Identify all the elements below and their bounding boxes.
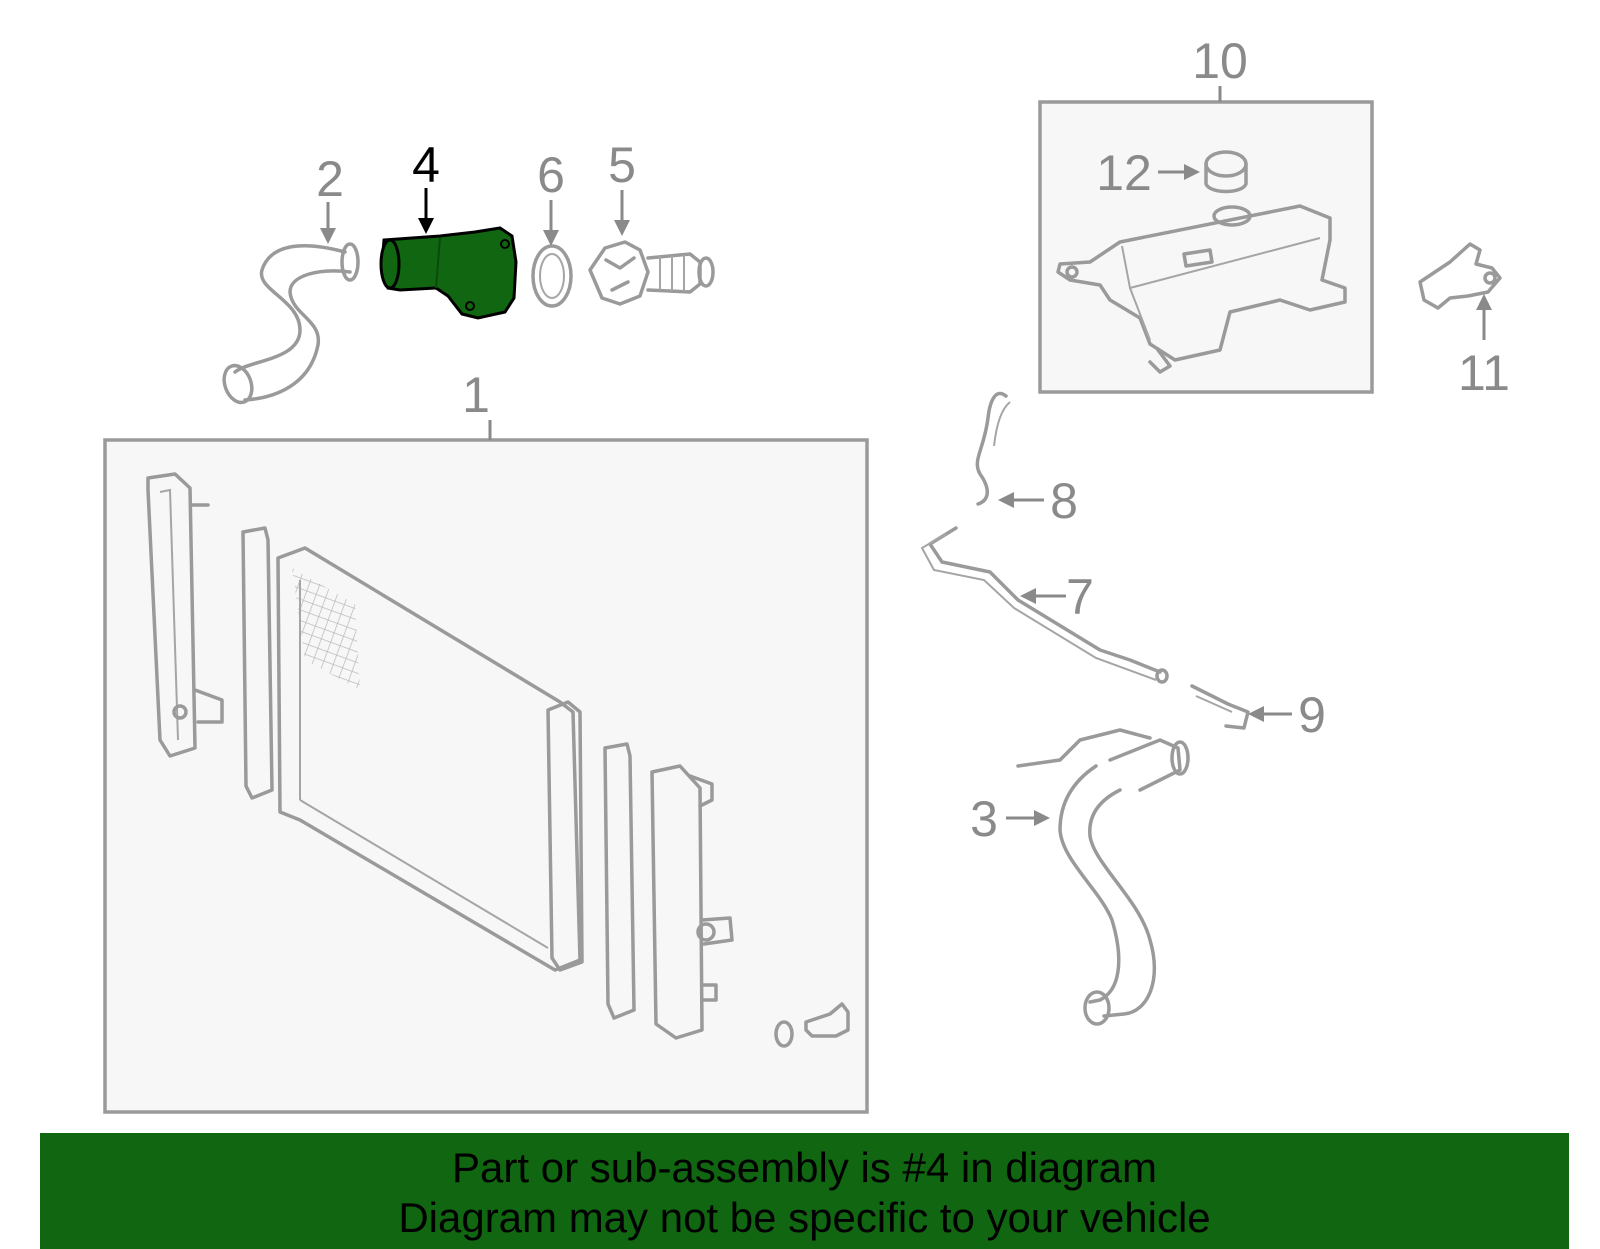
label-11: 11: [1458, 345, 1510, 401]
label-2: 2: [316, 151, 344, 207]
notice-banner: Part or sub-assembly is #4 in diagram Di…: [40, 1133, 1569, 1249]
hose-8: 8: [975, 391, 1078, 529]
hose-9: 9: [1190, 684, 1326, 743]
bracket: 11: [1418, 242, 1510, 401]
pipe-7: 7: [920, 526, 1169, 684]
left-tank: [146, 472, 224, 758]
upper-hose: 2: [222, 151, 360, 405]
label-7: 7: [1066, 569, 1094, 625]
left-seal: [241, 526, 274, 800]
label-10: 10: [1192, 33, 1248, 89]
banner-line-2: Diagram may not be specific to your vehi…: [398, 1194, 1211, 1241]
drain-plug: [774, 1002, 850, 1048]
label-5: 5: [608, 137, 636, 193]
gasket: 6: [531, 147, 573, 308]
reservoir-assembly: 10 12: [1038, 33, 1374, 394]
label-1: 1: [462, 367, 490, 423]
label-9: 9: [1298, 687, 1326, 743]
banner-line-1: Part or sub-assembly is #4 in diagram: [452, 1144, 1157, 1191]
label-12: 12: [1096, 145, 1152, 201]
radiator-box: [103, 438, 869, 1114]
label-8: 8: [1050, 473, 1078, 529]
label-4: 4: [412, 137, 440, 193]
thermostat: 5: [588, 137, 715, 306]
right-tank: [650, 764, 734, 1040]
reservoir-box: [1038, 100, 1374, 394]
label-6: 6: [537, 147, 565, 203]
reservoir-cap: 12: [1096, 145, 1248, 201]
right-seal: [603, 742, 636, 1020]
label-3: 3: [970, 791, 998, 847]
radiator-core: [276, 546, 584, 972]
radiator-assembly: 1: [103, 367, 869, 1114]
lower-hose: 3: [970, 728, 1190, 1026]
water-outlet-part-4: 4: [379, 137, 518, 320]
parts-diagram: 1 2 4 6 5: [103, 33, 1510, 1114]
